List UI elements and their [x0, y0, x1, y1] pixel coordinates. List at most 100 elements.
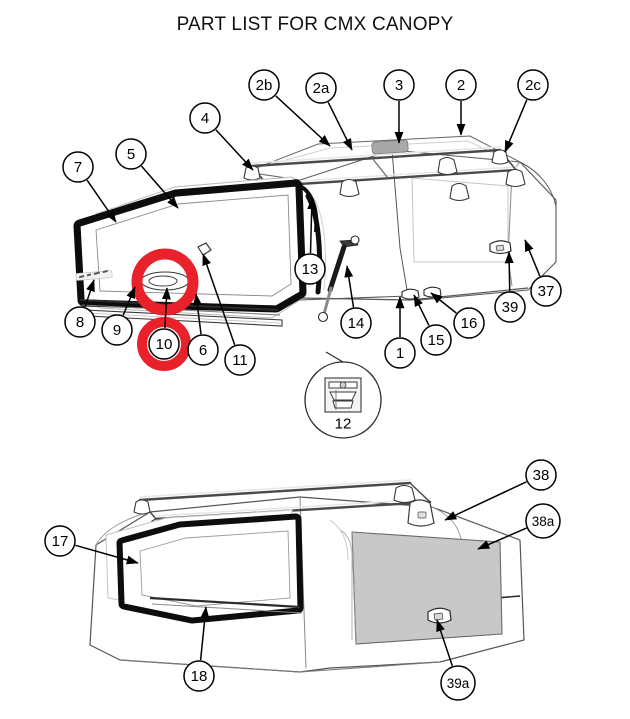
- callout-number: 2: [457, 77, 465, 94]
- callout-bubble[interactable]: [340, 307, 372, 339]
- callout-leader-line: [84, 279, 95, 308]
- callout-2[interactable]: 2: [445, 69, 477, 136]
- callout-bubble[interactable]: [384, 337, 416, 369]
- callout-bubble[interactable]: [148, 328, 180, 360]
- callout-bubble[interactable]: [101, 314, 133, 346]
- callout-39a[interactable]: 39a: [436, 619, 476, 701]
- callout-number: 5: [127, 146, 135, 163]
- callout-bubble[interactable]: [115, 138, 147, 170]
- rear-door-handle: [140, 271, 190, 291]
- callout-1[interactable]: 1: [384, 296, 416, 369]
- callout-14[interactable]: 14: [340, 265, 372, 339]
- callout-leader-line: [344, 265, 355, 308]
- roof-vent-panel: [371, 139, 409, 155]
- callout-bubble[interactable]: [525, 459, 557, 491]
- callout-number: 2a: [313, 80, 330, 97]
- callout-bubble[interactable]: [294, 253, 326, 285]
- callout-4[interactable]: 4: [189, 102, 254, 171]
- callout-bubble[interactable]: [248, 69, 280, 101]
- callout-bubble[interactable]: [420, 324, 452, 356]
- callout-bubble[interactable]: [62, 151, 94, 183]
- callout-15[interactable]: 15: [413, 294, 452, 356]
- callout-bubble[interactable]: [383, 69, 415, 101]
- callout-number: 2c: [525, 77, 541, 94]
- callout-number: 14: [348, 315, 365, 332]
- callout-leader-line: [430, 292, 457, 314]
- callout-bubble[interactable]: [530, 275, 562, 307]
- callout-3[interactable]: 3: [383, 69, 415, 144]
- lower-window-latch-39a: [427, 607, 452, 624]
- callout-8[interactable]: 8: [64, 279, 96, 338]
- callout-number: 10: [156, 336, 173, 353]
- callout-18[interactable]: 18: [183, 606, 215, 692]
- inset-label-12: 12: [335, 416, 352, 433]
- lower-left-window-seal: [116, 513, 304, 624]
- callout-leader-line: [504, 251, 514, 292]
- callout-number: 39a: [447, 676, 470, 691]
- callout-16[interactable]: 16: [430, 292, 485, 339]
- callout-bubble[interactable]: [64, 306, 96, 338]
- callout-bubble[interactable]: [525, 503, 561, 539]
- callout-39[interactable]: 39: [494, 251, 526, 323]
- callout-leader-line: [192, 293, 202, 335]
- callout-leader-line: [140, 165, 179, 209]
- callout-bubble[interactable]: [183, 660, 215, 692]
- callout-17[interactable]: 17: [44, 525, 139, 565]
- callout-number: 8: [76, 314, 84, 331]
- callout-leader-line: [436, 619, 454, 667]
- callout-bubble[interactable]: [305, 72, 337, 104]
- callout-7[interactable]: 7: [62, 151, 117, 223]
- callout-leader-line: [199, 606, 210, 661]
- callout-number: 16: [461, 315, 478, 332]
- callout-2a[interactable]: 2a: [305, 72, 353, 151]
- callout-leader-line: [275, 95, 331, 147]
- callout-2b[interactable]: 2b: [248, 69, 331, 147]
- callout-37[interactable]: 37: [524, 239, 562, 307]
- callout-bubble[interactable]: [445, 69, 477, 101]
- callout-5[interactable]: 5: [115, 138, 179, 209]
- callout-2c[interactable]: 2c: [504, 69, 549, 153]
- red-highlight-ring-handle: [131, 248, 199, 316]
- callout-number: 17: [52, 533, 69, 550]
- callout-number: 2b: [256, 77, 273, 94]
- door-pillar-seal-edge: [313, 197, 326, 291]
- callout-bubble[interactable]: [189, 102, 221, 134]
- callout-9[interactable]: 9: [101, 286, 136, 346]
- callout-leader-line: [524, 239, 541, 277]
- callout-bubble[interactable]: [517, 69, 549, 101]
- lower-right-glass-panel: [329, 519, 503, 645]
- callout-leader-line: [307, 197, 317, 254]
- gas-strut: [317, 235, 360, 323]
- callout-number: 6: [199, 342, 207, 359]
- callout-number: 4: [201, 110, 209, 127]
- callout-bubble[interactable]: [187, 334, 219, 366]
- callout-bubble[interactable]: [494, 291, 526, 323]
- callout-bubble[interactable]: [224, 344, 256, 376]
- callout-number: 13: [302, 261, 319, 278]
- red-highlight-ring-callout-10: [137, 317, 191, 371]
- callout-number: 38: [533, 467, 550, 484]
- callout-6[interactable]: 6: [187, 293, 219, 366]
- latch-detail-inset: 12: [304, 351, 382, 439]
- callout-38[interactable]: 38: [444, 459, 557, 521]
- callout-number: 18: [191, 668, 208, 685]
- callout-13[interactable]: 13: [294, 197, 326, 285]
- callout-leader-line: [444, 481, 527, 521]
- callout-number: 38a: [532, 514, 555, 529]
- callout-leader-line: [504, 99, 528, 153]
- callout-11[interactable]: 11: [202, 253, 256, 376]
- callout-10[interactable]: 10: [148, 287, 180, 360]
- callout-bubble[interactable]: [453, 307, 485, 339]
- callout-bubble[interactable]: [440, 665, 476, 701]
- callout-number: 1: [396, 345, 404, 362]
- callout-38a[interactable]: 38a: [477, 503, 561, 550]
- callout-leader-line: [86, 179, 117, 223]
- callout-bubble[interactable]: [44, 525, 76, 557]
- callout-number: 15: [428, 332, 445, 349]
- page-title: PART LIST FOR CMX CANOPY: [176, 14, 454, 35]
- latch-mechanism-drawing: [324, 377, 362, 413]
- callout-number: 3: [395, 77, 403, 94]
- callout-number: 7: [74, 159, 82, 176]
